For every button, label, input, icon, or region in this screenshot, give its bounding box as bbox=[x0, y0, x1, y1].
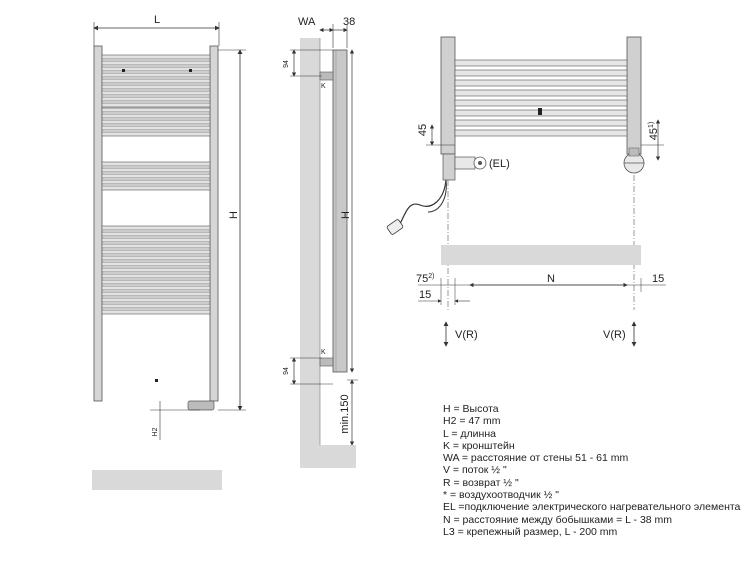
detail-right-post bbox=[626, 36, 642, 155]
detail-left-offset-label: 45 bbox=[417, 124, 429, 136]
legend-item: N = расстояние между бобышками = L - 38 … bbox=[443, 513, 673, 526]
detail-tube bbox=[454, 69, 628, 77]
tube bbox=[101, 96, 211, 102]
span-label: N bbox=[547, 273, 555, 285]
right-post bbox=[209, 45, 219, 402]
bracket-top-label: K bbox=[321, 83, 326, 90]
tube bbox=[101, 297, 211, 303]
legend-item: EL =подключение электрического нагревате… bbox=[443, 501, 741, 514]
tube bbox=[101, 303, 211, 309]
left-connection bbox=[442, 153, 456, 181]
tube bbox=[101, 225, 211, 231]
bottom-valve bbox=[155, 379, 158, 382]
right-edge-label: 15 bbox=[652, 273, 664, 285]
legend-item: * = воздухоотводчик ½ " bbox=[443, 489, 560, 502]
bracket-bottom bbox=[319, 357, 334, 367]
power-cable bbox=[397, 179, 447, 229]
tube bbox=[101, 249, 211, 255]
tube bbox=[101, 309, 211, 315]
tube bbox=[101, 173, 211, 179]
tube bbox=[101, 185, 211, 191]
power-plug bbox=[386, 219, 404, 235]
detail-tube bbox=[454, 79, 628, 87]
legend-item: R = возврат ½ " bbox=[443, 476, 519, 489]
tube bbox=[101, 131, 211, 137]
floor-detail bbox=[441, 245, 641, 265]
tube bbox=[101, 237, 211, 243]
tube bbox=[101, 279, 211, 285]
top-left-valve bbox=[122, 69, 125, 72]
heating-element bbox=[187, 400, 215, 411]
legend-item: K = кронштейн bbox=[443, 439, 515, 452]
tube bbox=[101, 66, 211, 72]
detail-right-offset-label: 451) bbox=[648, 122, 660, 140]
wa-label: WA bbox=[298, 16, 316, 28]
front-view: L H H2 bbox=[92, 14, 246, 490]
h2-label: H2 bbox=[152, 427, 159, 436]
detail-tube bbox=[454, 119, 628, 127]
tube bbox=[101, 102, 211, 108]
tube bbox=[101, 261, 211, 267]
wall bbox=[300, 38, 320, 468]
bracket-bottom-label: K bbox=[321, 349, 326, 356]
tube bbox=[101, 119, 211, 125]
heating-tubes bbox=[101, 54, 211, 315]
legend-item: H2 = 47 mm bbox=[443, 415, 501, 428]
detail-tubes bbox=[454, 59, 628, 137]
tube bbox=[101, 273, 211, 279]
legend: H = Высота H2 = 47 mm L = длинна K = кро… bbox=[443, 403, 743, 538]
tube bbox=[101, 161, 211, 167]
tube bbox=[101, 243, 211, 249]
legend-item: L3 = крепежный размер, L - 200 mm bbox=[443, 525, 618, 538]
depth-label: 38 bbox=[343, 16, 355, 28]
legend-item: L = длинна bbox=[443, 427, 496, 440]
tube bbox=[101, 167, 211, 173]
floor-side bbox=[300, 445, 356, 468]
side-view: WA 38 K K 94 94 H min.150 bbox=[283, 16, 358, 468]
detail-tube bbox=[454, 129, 628, 137]
top-right-valve bbox=[189, 69, 192, 72]
tube bbox=[101, 84, 211, 90]
tube bbox=[101, 267, 211, 273]
left-inset-label: 752) bbox=[416, 273, 434, 285]
side-bottom-offset-label: 94 bbox=[283, 367, 290, 375]
tube bbox=[101, 255, 211, 261]
tube bbox=[101, 113, 211, 119]
detail-valve bbox=[538, 108, 542, 115]
detail-left-post bbox=[440, 36, 456, 155]
tube bbox=[101, 90, 211, 96]
legend-item: V = поток ½ " bbox=[443, 464, 507, 477]
bottom-left-label: 15 bbox=[419, 289, 431, 301]
flow-left-label: V(R) bbox=[455, 329, 478, 341]
connection-detail-view: 45 451) (EL) 752) N 15 bbox=[386, 36, 666, 347]
legend-item: H = Высота bbox=[443, 403, 499, 415]
detail-tube bbox=[454, 99, 628, 107]
tube bbox=[101, 231, 211, 237]
el-fitting bbox=[454, 156, 476, 170]
left-post bbox=[93, 45, 103, 402]
front-height-label: H bbox=[228, 211, 240, 219]
tube bbox=[101, 54, 211, 60]
legend-item: WA = расстояние от стены 51 - 61 mm bbox=[443, 452, 629, 465]
detail-tube bbox=[454, 59, 628, 67]
side-height-label: H bbox=[340, 211, 352, 219]
tube bbox=[101, 72, 211, 78]
min-floor-label: min.150 bbox=[339, 394, 351, 433]
side-top-offset-label: 94 bbox=[283, 60, 290, 68]
flow-right-label: V(R) bbox=[603, 329, 626, 341]
tube bbox=[101, 78, 211, 84]
front-width-label: L bbox=[154, 14, 160, 26]
tube bbox=[101, 285, 211, 291]
detail-tube bbox=[454, 89, 628, 97]
tube bbox=[101, 179, 211, 185]
tube bbox=[101, 125, 211, 131]
tube bbox=[101, 291, 211, 297]
floor-bar-front bbox=[92, 470, 222, 490]
radiator-profile bbox=[332, 49, 348, 373]
tube bbox=[101, 107, 211, 113]
tube bbox=[101, 60, 211, 66]
el-label: (EL) bbox=[489, 158, 510, 170]
